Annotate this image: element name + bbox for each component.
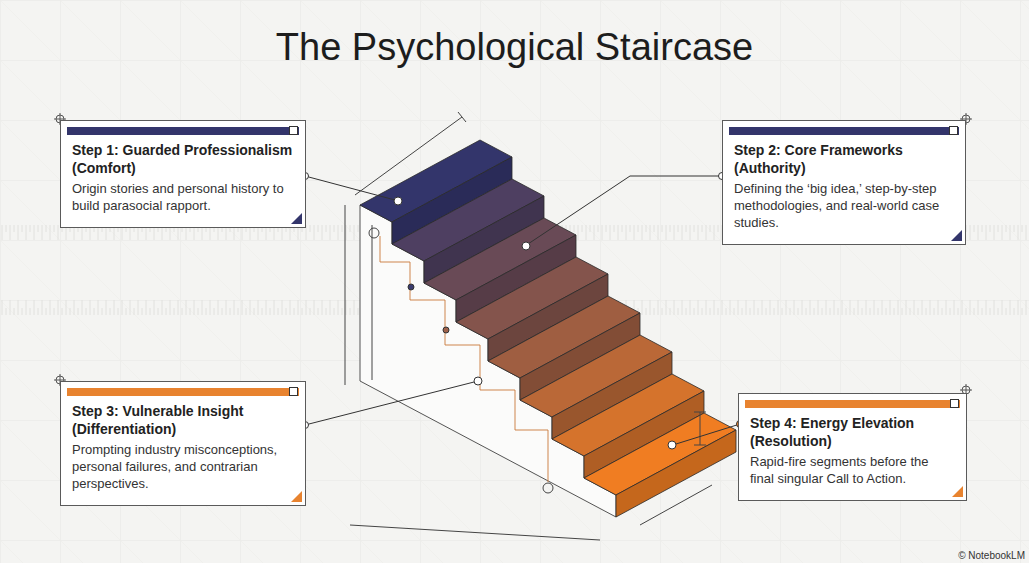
step-heading: Step 1: Guarded Professionalism (Comfort… [72,141,293,177]
header-bar [729,127,959,135]
step-description: Prompting industry misconceptions, perso… [72,441,293,492]
window-icon [949,126,958,135]
step-heading: Step 4: Energy Elevation (Resolution) [750,414,954,450]
window-icon [289,126,298,135]
callout-box: Step 2: Core Frameworks (Authority)Defin… [722,120,966,245]
callout-box: Step 1: Guarded Professionalism (Comfort… [60,120,306,228]
corner-mark [951,230,962,241]
step-description: Rapid-fire segments before the final sin… [750,453,954,487]
window-icon [950,399,959,408]
step-heading: Step 2: Core Frameworks (Authority) [734,141,953,177]
header-bar [745,400,960,408]
watermark: © NotebookLM [958,550,1025,561]
corner-mark [952,486,963,497]
step-description: Origin stories and personal history to b… [72,180,293,214]
step-description: Defining the ‘big idea,’ step-by-step me… [734,180,953,231]
window-icon [289,387,298,396]
header-bar [67,388,299,396]
corner-mark [291,491,302,502]
callout-box: Step 3: Vulnerable Insight (Differentiat… [60,381,306,506]
diagram-title: The Psychological Staircase [0,26,1029,69]
step-heading: Step 3: Vulnerable Insight (Differentiat… [72,402,293,438]
callout-box: Step 4: Energy Elevation (Resolution)Rap… [738,393,967,501]
header-bar [67,127,299,135]
corner-mark [291,213,302,224]
